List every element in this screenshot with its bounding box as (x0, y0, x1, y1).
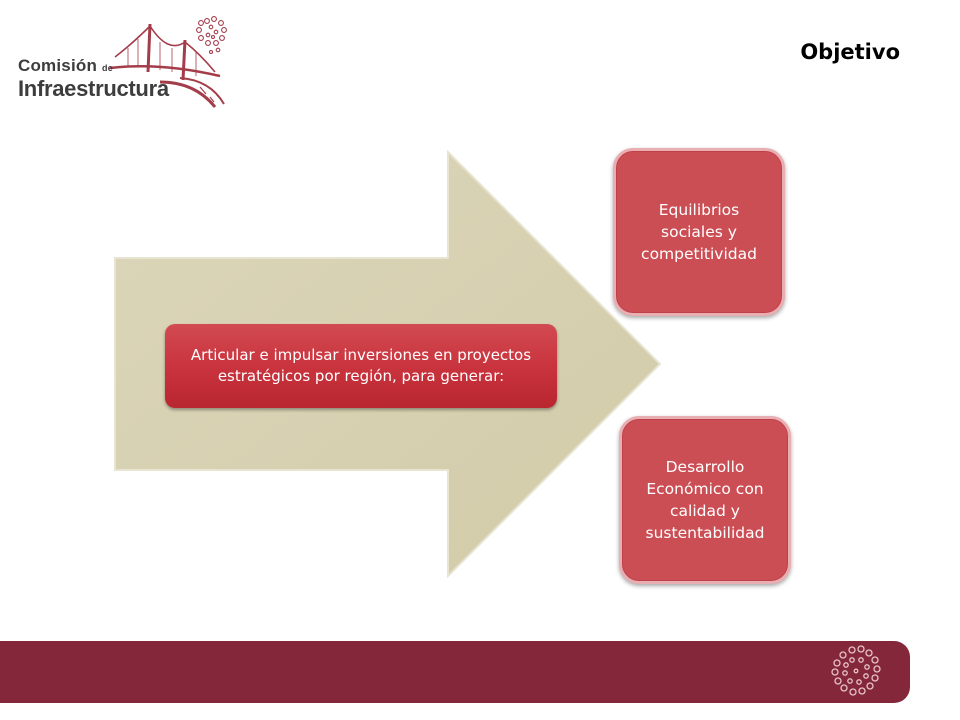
outcome-text: Equilibrios sociales y competitividad (641, 201, 757, 263)
outcome-box-social-balance: Equilibrios sociales y competitividad (613, 148, 785, 316)
central-statement-text: Articular e impulsar inversiones en proy… (190, 346, 532, 385)
outcome-text: Desarrollo Económico con calidad y suste… (645, 458, 765, 542)
central-statement-box: Articular e impulsar inversiones en proy… (165, 324, 557, 408)
outcome-box-economic-development: Desarrollo Económico con calidad y suste… (619, 416, 791, 584)
flower-dots-icon (831, 645, 881, 696)
bridge-logo-icon (109, 16, 227, 108)
footer-band (0, 641, 910, 703)
logo-wordmark-line2: Infraestructura (18, 76, 169, 101)
page-title: Objetivo (800, 40, 900, 64)
